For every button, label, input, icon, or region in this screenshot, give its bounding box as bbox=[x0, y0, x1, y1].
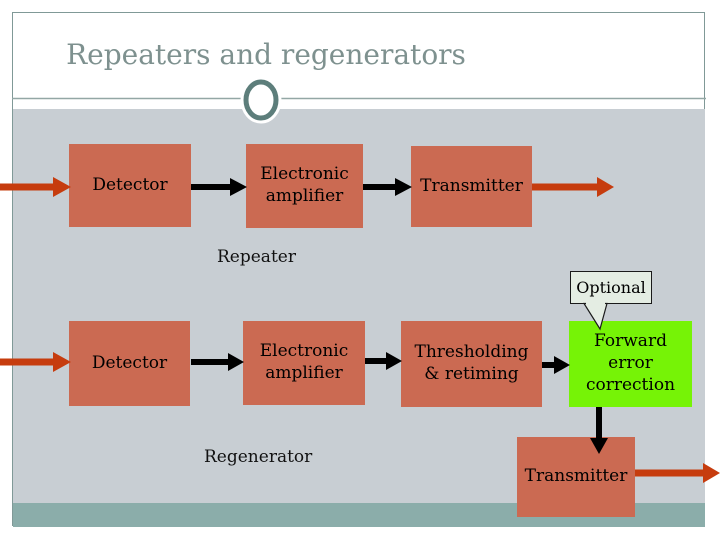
optional-callout-label: Optional bbox=[576, 278, 646, 297]
regenerator-transmitter-block: Transmitter bbox=[517, 437, 635, 517]
regenerator-fec-block: Forward error correction bbox=[569, 321, 692, 407]
regenerator-detector-block: Detector bbox=[69, 321, 190, 406]
repeater-amplifier-block: Electronic amplifier bbox=[246, 144, 363, 228]
regenerator-amplifier-block: Electronic amplifier bbox=[243, 321, 365, 405]
regenerator-caption: Regenerator bbox=[204, 447, 313, 467]
optional-callout: Optional bbox=[570, 271, 652, 304]
regenerator-thresholding-block: Thresholding & retiming bbox=[401, 321, 542, 407]
repeater-transmitter-block: Transmitter bbox=[411, 146, 532, 227]
slide-title: Repeaters and regenerators bbox=[66, 38, 466, 71]
repeater-detector-block: Detector bbox=[69, 144, 191, 227]
repeater-caption: Repeater bbox=[217, 247, 296, 267]
